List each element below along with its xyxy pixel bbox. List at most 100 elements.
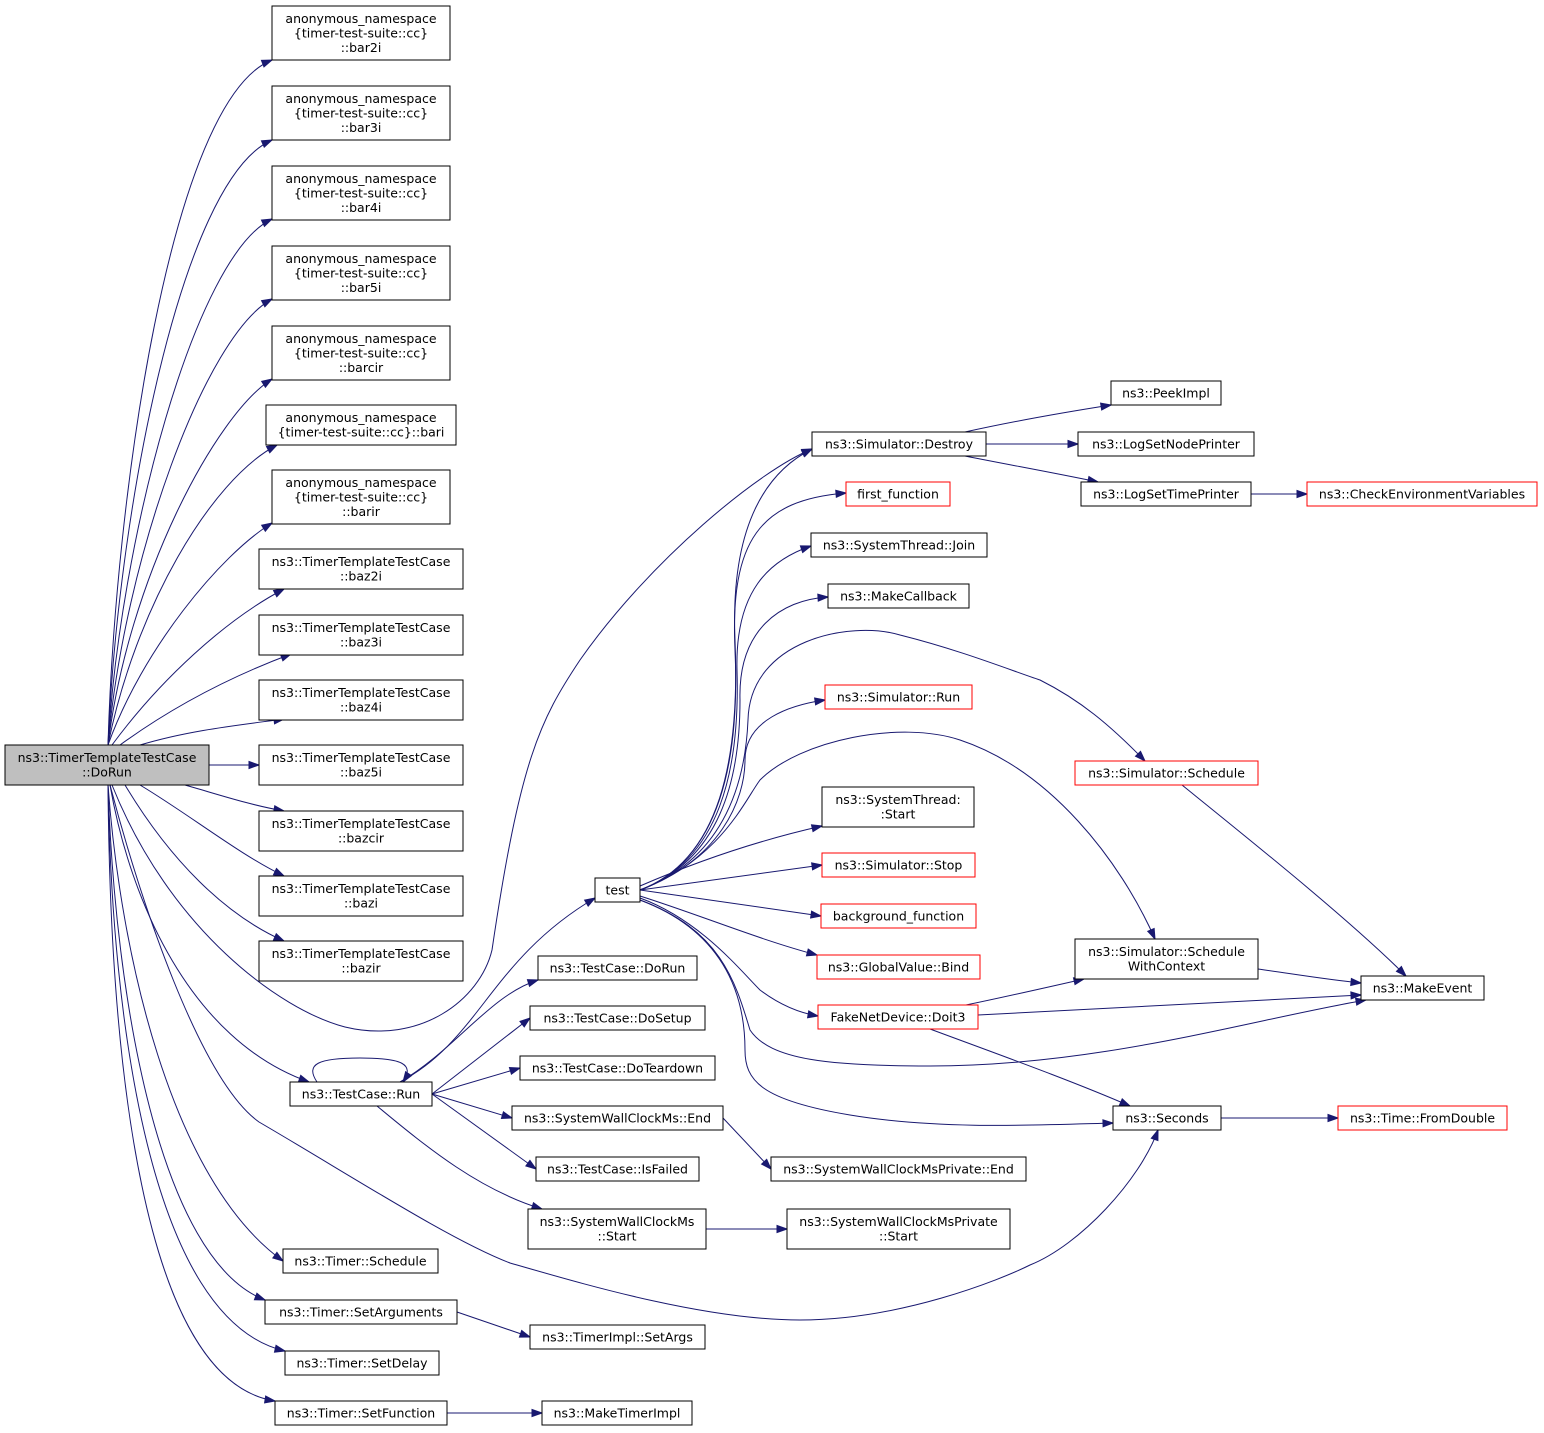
node-box: [511, 1105, 724, 1131]
arrowhead-test-to-gvbind: [805, 948, 819, 957]
arrowhead-test-to-simrun: [814, 697, 827, 706]
node-baz4i[interactable]: ns3::TimerTemplateTestCase::baz4i: [258, 679, 464, 721]
node-checkenv[interactable]: ns3::CheckEnvironmentVariables: [1306, 481, 1538, 507]
arrowhead-test-to-ststart: [810, 824, 824, 833]
node-box: [519, 1055, 716, 1081]
arrowhead-doit3-to-seconds: [1118, 1097, 1132, 1107]
node-swcpend[interactable]: ns3::SystemWallClockMsPrivate::End: [770, 1156, 1027, 1182]
arrowhead-tcrun-to-tcdorun: [526, 979, 540, 988]
node-bar4i[interactable]: anonymous_namespace{timer-test-suite::cc…: [271, 165, 451, 221]
node-box: [271, 5, 451, 61]
node-setargs[interactable]: ns3::TimerImpl::SetArgs: [529, 1324, 706, 1350]
node-bgfunc[interactable]: background_function: [820, 903, 977, 929]
node-label-line: ::Start: [879, 1229, 918, 1244]
node-makecallback[interactable]: ns3::MakeCallback: [827, 583, 970, 609]
node-barcir[interactable]: anonymous_namespace{timer-test-suite::cc…: [271, 325, 451, 381]
node-label-line: ns3::TimerTemplateTestCase: [272, 946, 451, 961]
node-label-line: ::DoRun: [82, 765, 132, 780]
edge-test-to-simschedctx: [639, 731, 1156, 940]
node-bazi[interactable]: ns3::TimerTemplateTestCase::bazi: [258, 875, 464, 917]
arrowhead-dorun-to-barir: [260, 522, 274, 533]
arrowhead-dorun-to-bar3i: [260, 139, 274, 149]
node-doit3[interactable]: FakeNetDevice::Doit3: [817, 1004, 979, 1030]
node-box: [258, 548, 464, 590]
node-label-line: ns3::LogSetNodePrinter: [1092, 436, 1241, 451]
node-label-line: ns3::TimerTemplateTestCase: [18, 750, 197, 765]
node-box: [827, 583, 970, 609]
node-tcisfailed[interactable]: ns3::TestCase::IsFailed: [535, 1156, 700, 1182]
edge-dorun-to-bazi: [139, 784, 285, 877]
node-baz5i[interactable]: ns3::TimerTemplateTestCase::baz5i: [258, 744, 464, 786]
node-bar5i[interactable]: anonymous_namespace{timer-test-suite::cc…: [271, 245, 451, 301]
arrowhead-swcend-to-swcpend: [760, 1158, 773, 1171]
arrowhead-test-to-doit3: [806, 1010, 820, 1019]
node-label-line: WithContext: [1128, 959, 1205, 974]
edge-tcrun-to-tcisfailed: [431, 1093, 537, 1170]
node-simstop[interactable]: ns3::Simulator::Stop: [821, 852, 976, 878]
node-logsettime[interactable]: ns3::LogSetTimePrinter: [1080, 481, 1252, 507]
node-box: [284, 1350, 440, 1376]
node-label-line: {timer-test-suite::cc}: [294, 105, 428, 120]
node-stjoin[interactable]: ns3::SystemThread::Join: [810, 532, 988, 558]
node-maketimerimpl[interactable]: ns3::MakeTimerImpl: [541, 1400, 693, 1426]
node-baz2i[interactable]: ns3::TimerTemplateTestCase::baz2i: [258, 548, 464, 590]
node-tschedule[interactable]: ns3::Timer::Schedule: [282, 1248, 439, 1274]
edge-doit3-to-seconds: [929, 1028, 1131, 1107]
node-fromdouble[interactable]: ns3::Time::FromDouble: [1337, 1105, 1508, 1131]
node-barir[interactable]: anonymous_namespace{timer-test-suite::cc…: [271, 469, 451, 525]
edge-dorun-to-barir: [107, 522, 273, 746]
edge-dorun-to-bar2i: [107, 59, 273, 746]
node-makeevent[interactable]: ns3::MakeEvent: [1360, 975, 1485, 1001]
node-test[interactable]: test: [594, 877, 641, 903]
node-box: [258, 679, 464, 721]
node-tcdorun[interactable]: ns3::TestCase::DoRun: [537, 955, 698, 981]
arrowhead-tcrun-to-tcrun: [402, 1070, 413, 1084]
node-swcpstart[interactable]: ns3::SystemWallClockMsPrivate::Start: [786, 1208, 1011, 1250]
node-peekimpl[interactable]: ns3::PeekImpl: [1110, 380, 1222, 406]
node-firstfunc[interactable]: first_function: [845, 481, 951, 507]
node-tcrun[interactable]: ns3::TestCase::Run: [289, 1081, 433, 1107]
node-bari[interactable]: anonymous_namespace{timer-test-suite::cc…: [265, 404, 457, 446]
node-tcdoteardown[interactable]: ns3::TestCase::DoTeardown: [519, 1055, 716, 1081]
node-dorun[interactable]: ns3::TimerTemplateTestCase::DoRun: [4, 744, 210, 786]
node-swcend[interactable]: ns3::SystemWallClockMs::End: [511, 1105, 724, 1131]
arrowhead-dorun-to-barcir: [260, 378, 274, 389]
node-label-line: ::bazir: [341, 961, 381, 976]
edge-dorun-to-baz2i: [111, 588, 285, 746]
arrowhead-tcrun-to-swcend: [500, 1110, 514, 1120]
node-label-line: ns3::LogSetTimePrinter: [1093, 486, 1240, 501]
edge-dorun-to-bar4i: [107, 218, 273, 746]
node-tsetfunc[interactable]: ns3::Timer::SetFunction: [274, 1400, 448, 1426]
node-box: [258, 810, 464, 852]
node-seconds[interactable]: ns3::Seconds: [1112, 1105, 1222, 1131]
node-simrun[interactable]: ns3::Simulator::Run: [824, 684, 973, 710]
node-tsetdelay[interactable]: ns3::Timer::SetDelay: [284, 1350, 440, 1376]
node-baz3i[interactable]: ns3::TimerTemplateTestCase::baz3i: [258, 614, 464, 656]
node-bar3i[interactable]: anonymous_namespace{timer-test-suite::cc…: [271, 85, 451, 141]
node-bazcir[interactable]: ns3::TimerTemplateTestCase::bazcir: [258, 810, 464, 852]
edge-test-to-simstop: [639, 864, 823, 891]
node-label-line: ::bar2i: [341, 40, 382, 55]
node-bazir[interactable]: ns3::TimerTemplateTestCase::bazir: [258, 940, 464, 982]
node-swcstart[interactable]: ns3::SystemWallClockMs::Start: [527, 1208, 707, 1250]
node-tcdosetup[interactable]: ns3::TestCase::DoSetup: [529, 1005, 706, 1031]
call-graph-edges: [107, 59, 1408, 1418]
node-ststart[interactable]: ns3::SystemThread::Start: [821, 786, 975, 828]
edge-test-to-ststart: [639, 825, 823, 887]
arrowhead-tcrun-to-tcdoteardown: [508, 1066, 522, 1076]
node-label-line: ns3::TimerTemplateTestCase: [272, 816, 451, 831]
node-gvbind[interactable]: ns3::GlobalValue::Bind: [816, 954, 981, 980]
node-label-line: ns3::TestCase::DoTeardown: [532, 1060, 703, 1075]
edge-tcrun-to-tcdorun: [399, 979, 539, 1083]
node-box: [537, 955, 698, 981]
node-simdestroy[interactable]: ns3::Simulator::Destroy: [811, 431, 987, 457]
edge-dorun-to-bazir: [124, 784, 285, 942]
node-logsetnode[interactable]: ns3::LogSetNodePrinter: [1077, 431, 1255, 457]
node-tsetargs[interactable]: ns3::Timer::SetArguments: [264, 1299, 458, 1325]
node-box: [594, 877, 641, 903]
node-simschedule[interactable]: ns3::Simulator::Schedule: [1074, 760, 1259, 786]
node-bar2i[interactable]: anonymous_namespace{timer-test-suite::cc…: [271, 5, 451, 61]
edge-test-to-gvbind: [639, 895, 818, 956]
